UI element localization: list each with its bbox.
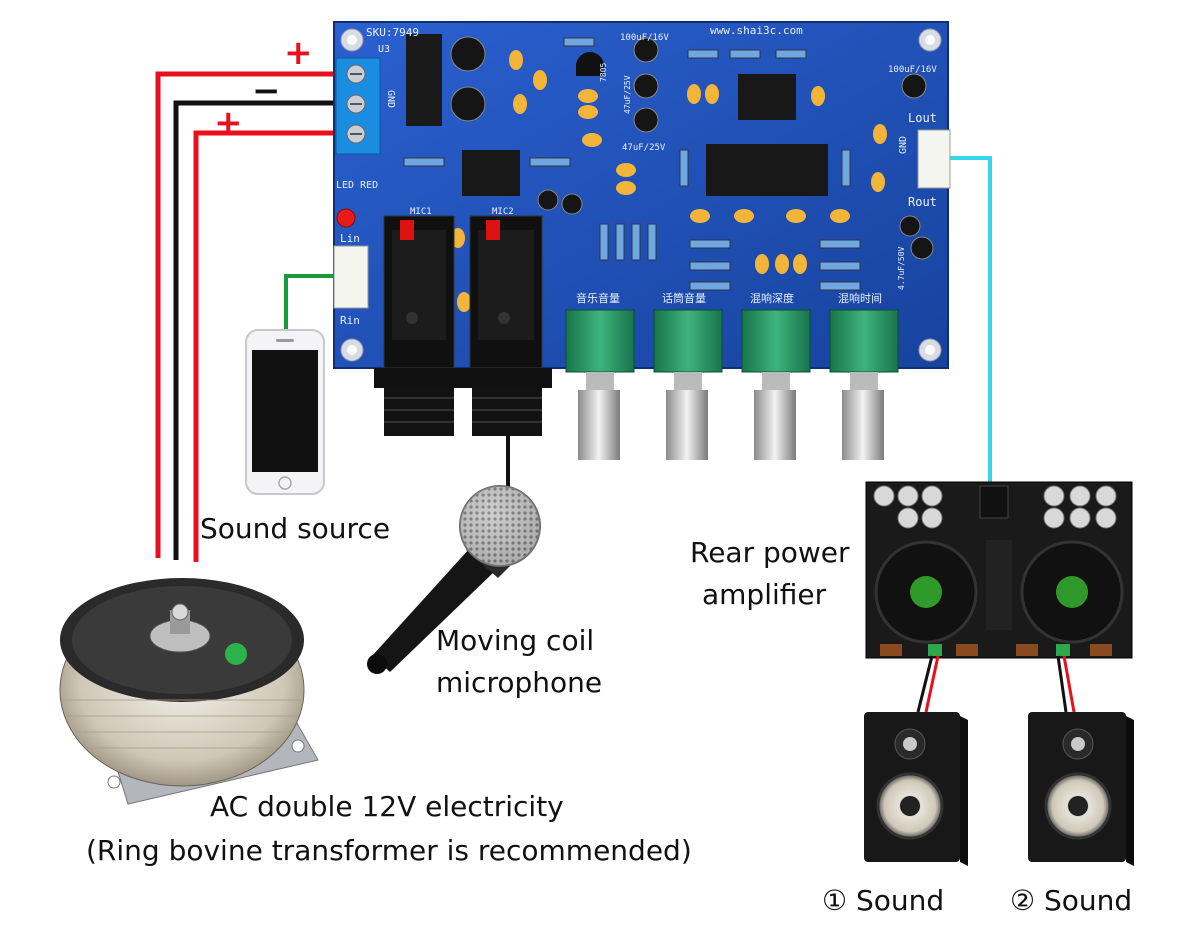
- label-rear-amp-line1: Rear power: [690, 536, 850, 569]
- board-rin: Rin: [340, 314, 360, 327]
- power-wires: [155, 71, 336, 562]
- potentiometer-reverb-depth: [741, 309, 811, 460]
- board-website: www.shai3c.com: [710, 24, 803, 37]
- board-u3: U3: [378, 44, 390, 55]
- smartphone-icon: [245, 329, 325, 495]
- board-cap-4-7uf: 4.7uF/50V: [897, 246, 906, 290]
- minus-sign: −: [252, 71, 281, 111]
- electrolytic-capacitors: [450, 36, 934, 260]
- power-wire-red-inner: [193, 130, 336, 562]
- label-speaker-1: ① Sound: [822, 884, 945, 917]
- regulator-heatsink: [406, 34, 442, 126]
- power-wire-red-outer: [155, 71, 336, 558]
- knob-label-reverb-depth: 混响深度: [750, 291, 794, 305]
- power-screw-terminal: [335, 57, 381, 155]
- board-gnd-left: GND: [385, 90, 396, 108]
- lout-rout-connector: [917, 129, 951, 189]
- resistors: [403, 37, 861, 291]
- board-cap-100uf-a: 100uF/16V: [620, 33, 669, 43]
- label-ac-line2: (Ring bovine transformer is recommended): [86, 834, 692, 867]
- karaoke-reverb-board: SKU:7949 www.shai3c.com U3 GND LED RED L…: [333, 21, 951, 369]
- label-sound-source: Sound source: [200, 512, 391, 545]
- board-gnd-right: GND: [898, 136, 909, 154]
- output-wire-cyan: [948, 156, 992, 520]
- board-reg-7805: 7805: [599, 63, 608, 82]
- lin-rin-connector: [333, 245, 369, 309]
- board-led-red: LED RED: [336, 180, 378, 191]
- amplifier-board-icon: [865, 481, 1133, 659]
- mic-jack-1: [374, 215, 464, 436]
- potentiometer-music-volume: [565, 309, 635, 460]
- board-cap-47uf-a: 47uF/25V: [623, 75, 632, 114]
- mic-jack-2: [462, 215, 552, 436]
- toroidal-transformer-icon: [59, 578, 319, 805]
- regulator-7805: [576, 52, 604, 76]
- speaker-icon: [864, 712, 968, 866]
- speaker-wires: [916, 655, 1076, 713]
- speaker-icon: [1028, 712, 1134, 866]
- label-mic-line2: microphone: [436, 666, 603, 699]
- led-red: [336, 208, 356, 228]
- label-mic-line1: Moving coil: [436, 624, 595, 657]
- board-mic2: MIC2: [492, 207, 514, 217]
- board-mic1: MIC1: [410, 207, 432, 217]
- board-lin: Lin: [340, 232, 360, 245]
- potentiometer-reverb-time: [829, 309, 899, 460]
- board-lout: Lout: [908, 111, 937, 125]
- board-cap-100uf-b: 100uF/16V: [888, 65, 937, 75]
- microphone-icon: [367, 485, 541, 674]
- knob-label-mic-volume: 话筒音量: [662, 291, 706, 305]
- knob-label-reverb-time: 混响时间: [838, 292, 882, 305]
- potentiometer-mic-volume: [653, 309, 723, 460]
- ceramic-capacitors: [451, 50, 887, 312]
- mounting-holes: [340, 28, 942, 362]
- board-sku: SKU:7949: [366, 26, 419, 39]
- ic-chips: [462, 74, 828, 196]
- power-wire-black: [173, 100, 336, 560]
- board-cap-47uf-b: 47uF/25V: [622, 143, 666, 153]
- plus-sign-bottom: +: [214, 103, 243, 143]
- knob-label-music-volume: 音乐音量: [576, 291, 620, 305]
- label-speaker-2: ② Sound: [1010, 884, 1133, 917]
- label-rear-amp-line2: amplifier: [702, 578, 827, 611]
- board-rout: Rout: [908, 195, 937, 209]
- plus-sign-top: +: [284, 33, 313, 73]
- audio-wire-green: [284, 274, 334, 330]
- label-ac-line1: AC double 12V electricity: [210, 790, 564, 823]
